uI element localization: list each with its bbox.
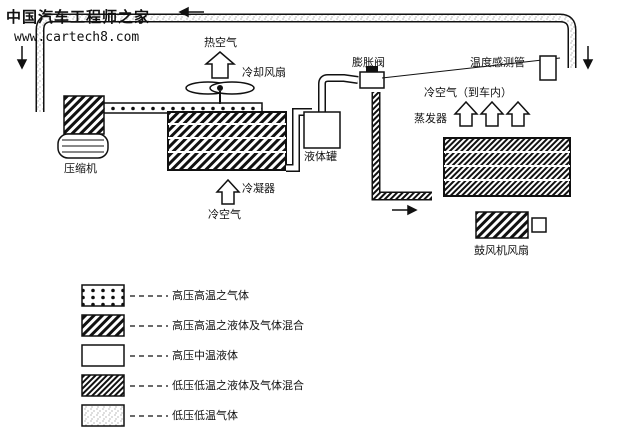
legend-label: 高压高温之液体及气体混合 (172, 319, 304, 332)
legend-swatch-hatch-dense (81, 374, 125, 397)
label-cold-air-to-cabin: 冷空气（到车内） (424, 86, 512, 99)
legend-swatches (81, 284, 125, 427)
legend-label: 低压低温气体 (172, 409, 238, 422)
legend-swatch-hatch-wide (81, 314, 125, 337)
legend-label: 高压高温之气体 (172, 289, 249, 302)
label-cold-air: 冷空气 (208, 208, 241, 221)
label-hot-air: 热空气 (204, 36, 237, 49)
label-compressor: 压缩机 (64, 162, 97, 175)
label-expansion-valve: 膨胀阀 (352, 56, 385, 69)
legend-label: 低压低温之液体及气体混合 (172, 379, 304, 392)
evaporator (443, 137, 571, 197)
label-blower-fan: 鼓风机风扇 (474, 244, 529, 257)
cooling-fan-icon (185, 81, 255, 104)
legend-swatch-blank (81, 344, 125, 367)
legend-leaders (130, 295, 168, 417)
cabin-air-arrows-icon (453, 100, 531, 127)
compressor (57, 95, 109, 159)
condenser (167, 111, 287, 171)
legend-label: 高压中温液体 (172, 349, 238, 362)
watermark-url: www.cartech8.com (14, 30, 140, 45)
blower-fan-icon (475, 211, 547, 239)
refrigerant-loop (35, 13, 577, 201)
expansion-valve-icon (359, 57, 561, 89)
watermark-site-name: 中国汽车工程师之家 (6, 8, 151, 26)
label-condenser: 冷凝器 (242, 182, 275, 195)
label-evaporator: 蒸发器 (414, 112, 447, 125)
cold-air-arrow-icon (215, 178, 241, 205)
legend-swatch-speckle (81, 404, 125, 427)
label-temp-sensing-tube: 温度感测管 (470, 56, 525, 69)
label-receiver-drier: 液体罐 (304, 150, 337, 163)
flow-arrows-icon (16, 6, 594, 216)
temp-sensing-bulb (539, 55, 557, 81)
receiver-drier (303, 111, 341, 149)
hot-air-arrow-icon (203, 51, 237, 79)
legend-swatch-dots (81, 284, 125, 307)
label-cooling-fan: 冷却风扇 (242, 66, 286, 79)
